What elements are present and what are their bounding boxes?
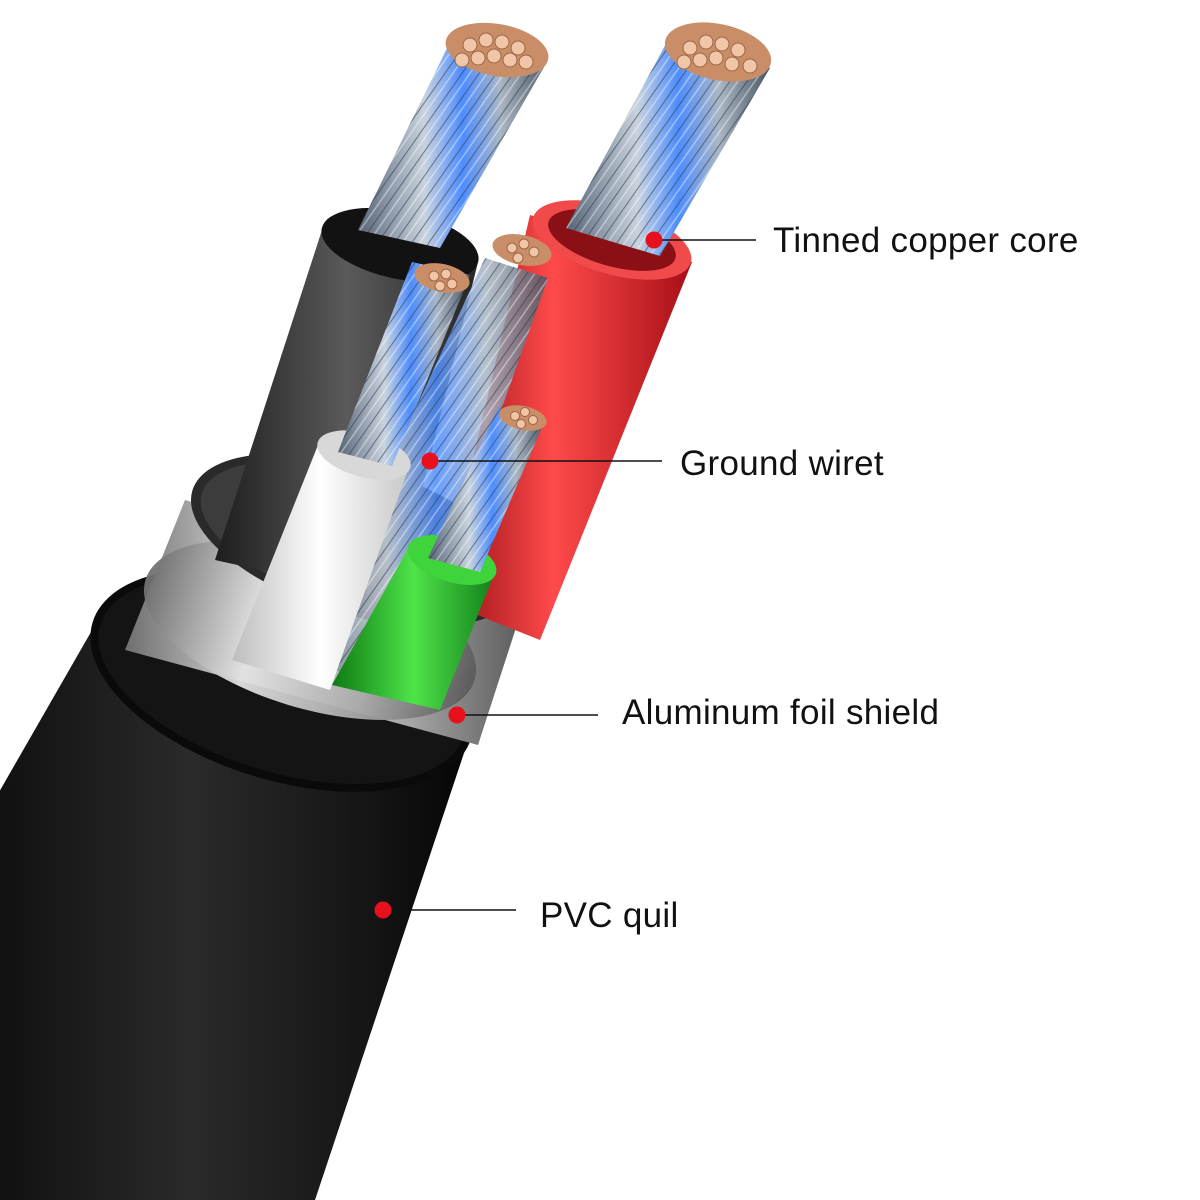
green-conductor xyxy=(332,408,545,710)
red-dot-icon xyxy=(421,452,439,470)
leader-lines xyxy=(383,239,756,911)
red-conductor xyxy=(440,40,770,640)
callout-label-ground: Ground wiret xyxy=(680,444,884,483)
red-dot-icon xyxy=(448,706,466,724)
callout-label-core: Tinned copper core xyxy=(773,221,1079,260)
red-dot-icon xyxy=(374,901,392,919)
red-dot-icon xyxy=(645,231,663,249)
white-conductor xyxy=(232,262,470,690)
marker-dots xyxy=(374,231,663,919)
callout-label-foil: Aluminum foil shield xyxy=(622,693,940,732)
callout-label-pvc: PVC quil xyxy=(540,896,679,935)
copper-strand-ends xyxy=(414,22,772,431)
